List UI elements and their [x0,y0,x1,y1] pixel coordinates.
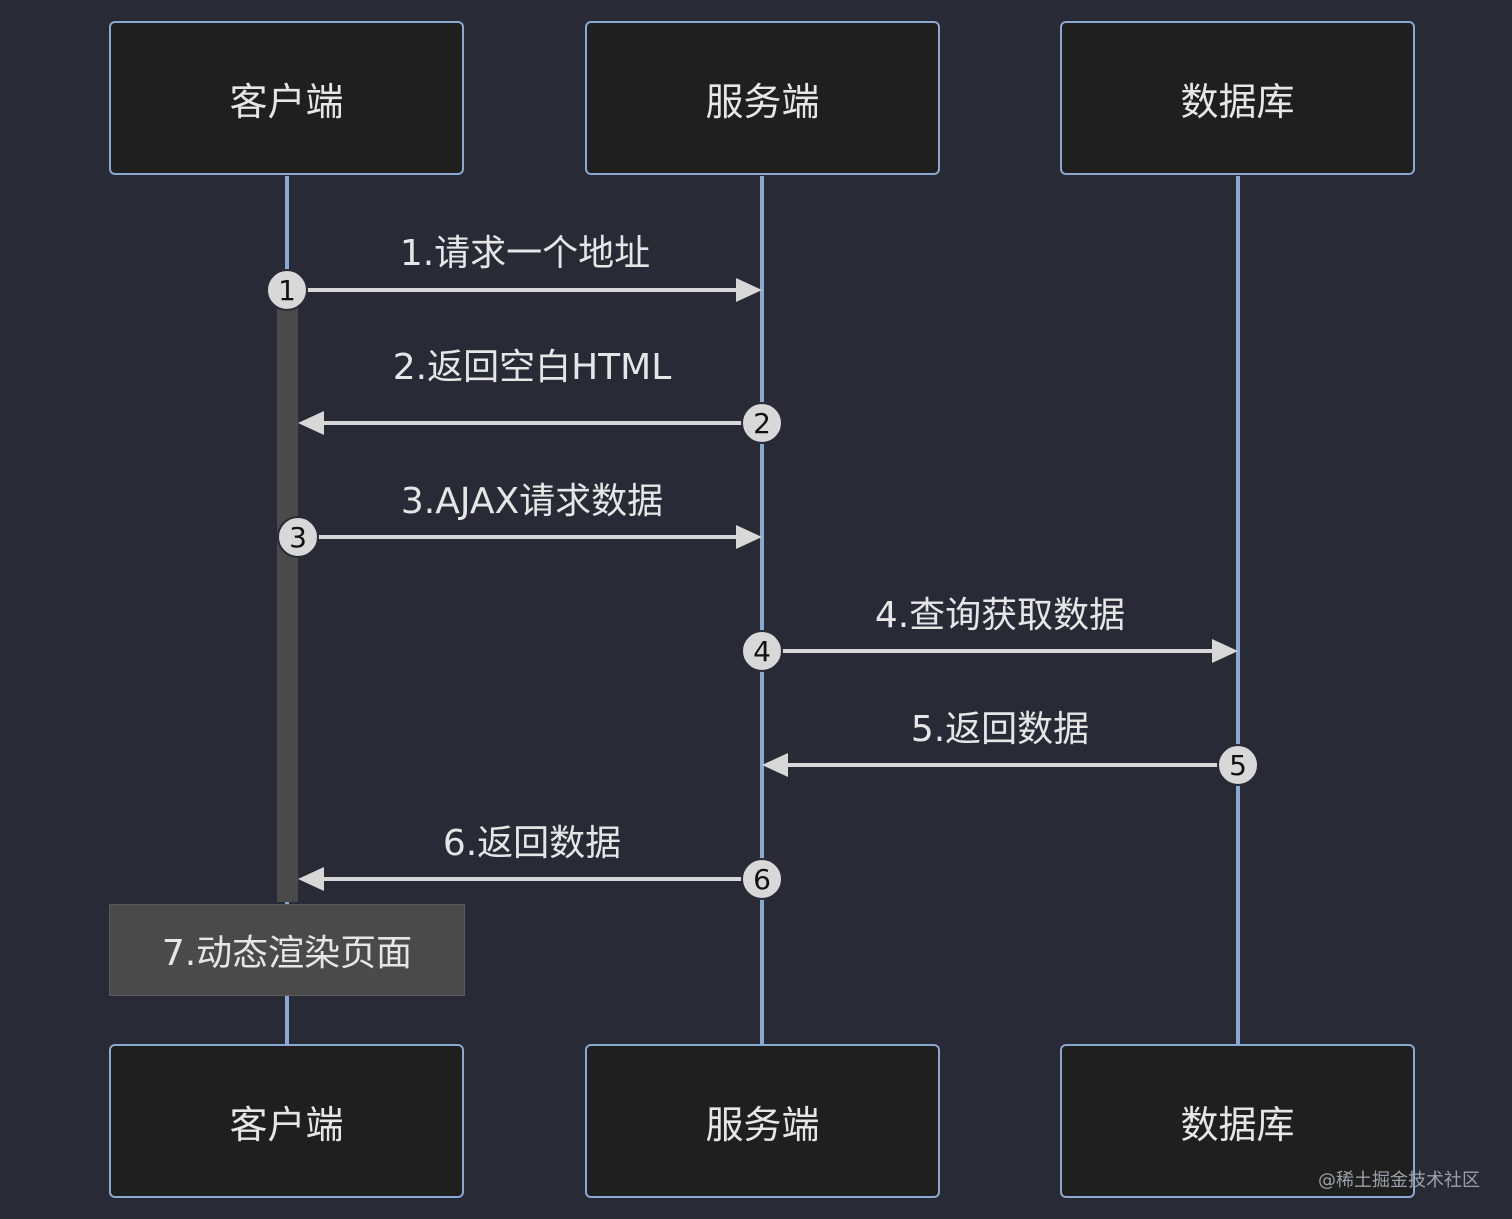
participant-server-bottom: 服务端 [585,1044,940,1198]
message-label-4: 4.查询获取数据 [874,595,1126,636]
sequence-number-badge-4 [741,630,783,672]
sequence-number-1: 1 [278,274,296,307]
message-label-2: 2.返回空白HTML [392,347,672,388]
participant-client-bottom: 客户端 [109,1044,464,1198]
message-label-1: 1.请求一个地址 [399,233,651,274]
message-arrowhead-3 [736,525,762,549]
message-arrowhead-5 [762,753,788,777]
participant-client-top: 客户端 [109,21,464,175]
participant-label: 服务端 [705,1102,820,1147]
participant-label: 客户端 [229,1102,344,1147]
watermark: @稀土掘金技术社区 [1318,1170,1480,1191]
sequence-number-5: 5 [1229,749,1247,782]
participant-label: 数据库 [1180,79,1295,124]
note-label: 7.动态渲染页面 [161,933,413,974]
message-arrowhead-6 [298,867,324,891]
participant-db-top: 数据库 [1060,21,1415,175]
sequence-number-badge-5 [1217,744,1259,786]
sequence-number-2: 2 [753,407,771,440]
participant-server-top: 服务端 [585,21,940,175]
sequence-number-4: 4 [753,635,771,668]
participant-label: 客户端 [229,79,344,124]
message-label-6: 6.返回数据 [442,823,622,864]
activation-bar-client [277,290,298,902]
participant-label: 数据库 [1180,1102,1295,1147]
message-arrowhead-1 [736,278,762,302]
sequence-number-badge-1 [266,269,308,311]
message-label-3: 3.AJAX请求数据 [400,481,664,522]
sequence-number-badge-3 [277,516,319,558]
participant-label: 服务端 [705,79,820,124]
participant-db-bottom: 数据库 [1060,1044,1415,1198]
sequence-number-3: 3 [289,521,307,554]
sequence-number-6: 6 [753,863,771,896]
message-label-5: 5.返回数据 [910,709,1090,750]
message-arrowhead-4 [1212,639,1238,663]
note-box: 7.动态渲染页面 [109,904,465,996]
message-arrowhead-2 [298,411,324,435]
sequence-number-badge-2 [741,402,783,444]
sequence-number-badge-6 [741,858,783,900]
